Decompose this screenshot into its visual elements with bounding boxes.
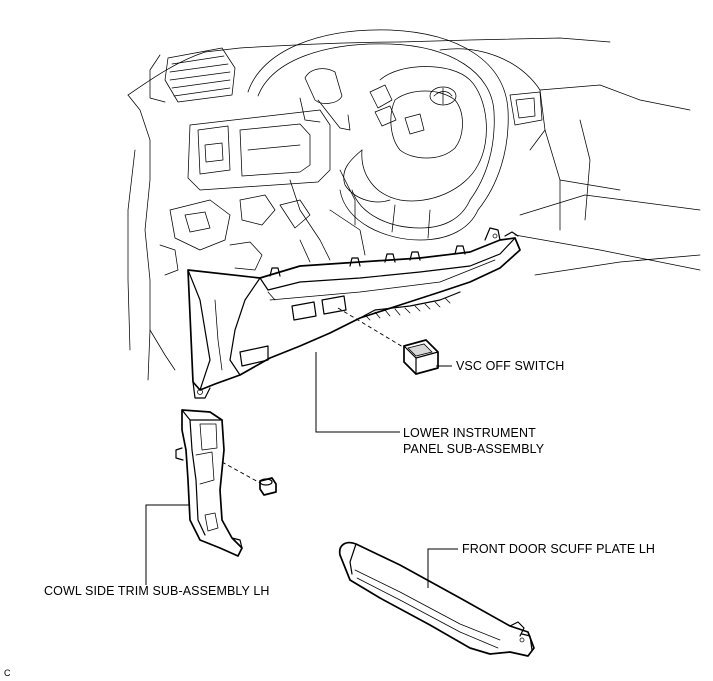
clip-installation-dashed-line [221, 461, 263, 485]
cowl-side-trim-part [175, 409, 243, 557]
scuff-plate-leader [427, 548, 458, 588]
lower-instrument-panel-part [187, 227, 521, 399]
lower-panel-label-line1: LOWER INSTRUMENT [403, 426, 536, 440]
cowl-side-trim-label: COWL SIDE TRIM SUB-ASSEMBLY LH [44, 584, 270, 598]
corner-code-label: C [4, 668, 11, 678]
dashboard-background [127, 29, 701, 381]
lower-panel-leader [315, 352, 400, 433]
lower-panel-label-line2: PANEL SUB-ASSEMBLY [403, 442, 545, 456]
front-door-scuff-label: FRONT DOOR SCUFF PLATE LH [462, 542, 655, 556]
trim-clip-part [259, 477, 277, 496]
vsc-off-switch-label: VSC OFF SWITCH [456, 359, 564, 373]
vsc-off-switch-part [403, 339, 439, 375]
front-door-scuff-plate-part [338, 541, 535, 657]
cowl-side-trim-leader [145, 504, 190, 585]
